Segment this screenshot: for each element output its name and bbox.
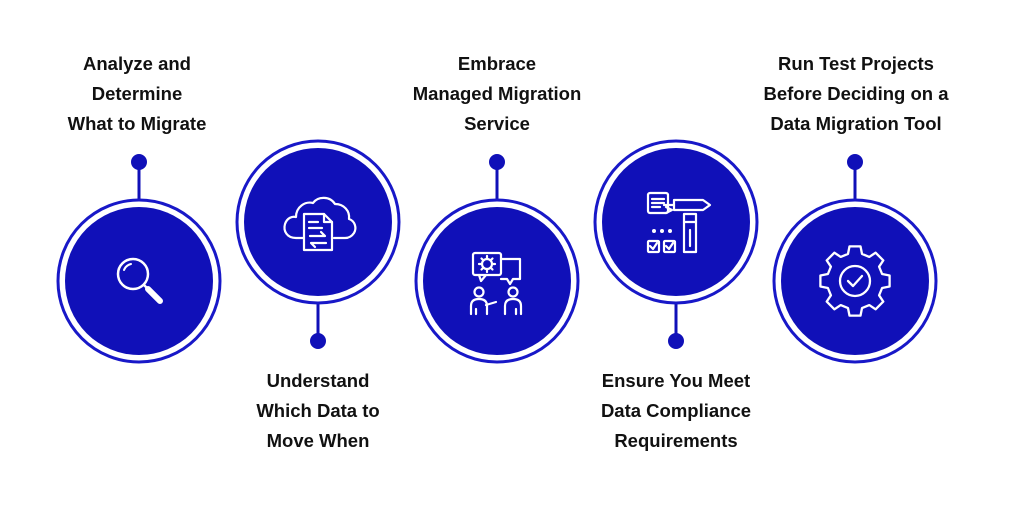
connector-dot-step-2 bbox=[310, 333, 326, 349]
cloud-document-icon bbox=[283, 196, 357, 252]
step-label-1: Analyze and Determine What to Migrate bbox=[67, 53, 207, 134]
connectors bbox=[131, 154, 863, 349]
step-circle-3 bbox=[414, 198, 580, 364]
consultation-icon bbox=[469, 251, 523, 316]
connector-dot-step-4 bbox=[668, 333, 684, 349]
gear-check-icon bbox=[819, 245, 891, 317]
connector-dot-step-5 bbox=[847, 154, 863, 170]
checklist-icon bbox=[646, 191, 712, 254]
connector-dot-step-1 bbox=[131, 154, 147, 170]
step-circle-4 bbox=[593, 139, 759, 305]
step-label-2: Understand Which Data to Move When bbox=[256, 370, 380, 451]
step-label-4: Ensure You Meet Data Compliance Requirem… bbox=[600, 370, 752, 451]
step-circle-1 bbox=[56, 198, 222, 364]
step-label-5: Run Test Projects Before Deciding on a D… bbox=[763, 53, 949, 134]
connector-dot-step-3 bbox=[489, 154, 505, 170]
step-circle-5 bbox=[772, 198, 938, 364]
step-label-3: Embrace Managed Migration Service bbox=[412, 53, 582, 134]
magnifier-icon bbox=[116, 257, 163, 304]
